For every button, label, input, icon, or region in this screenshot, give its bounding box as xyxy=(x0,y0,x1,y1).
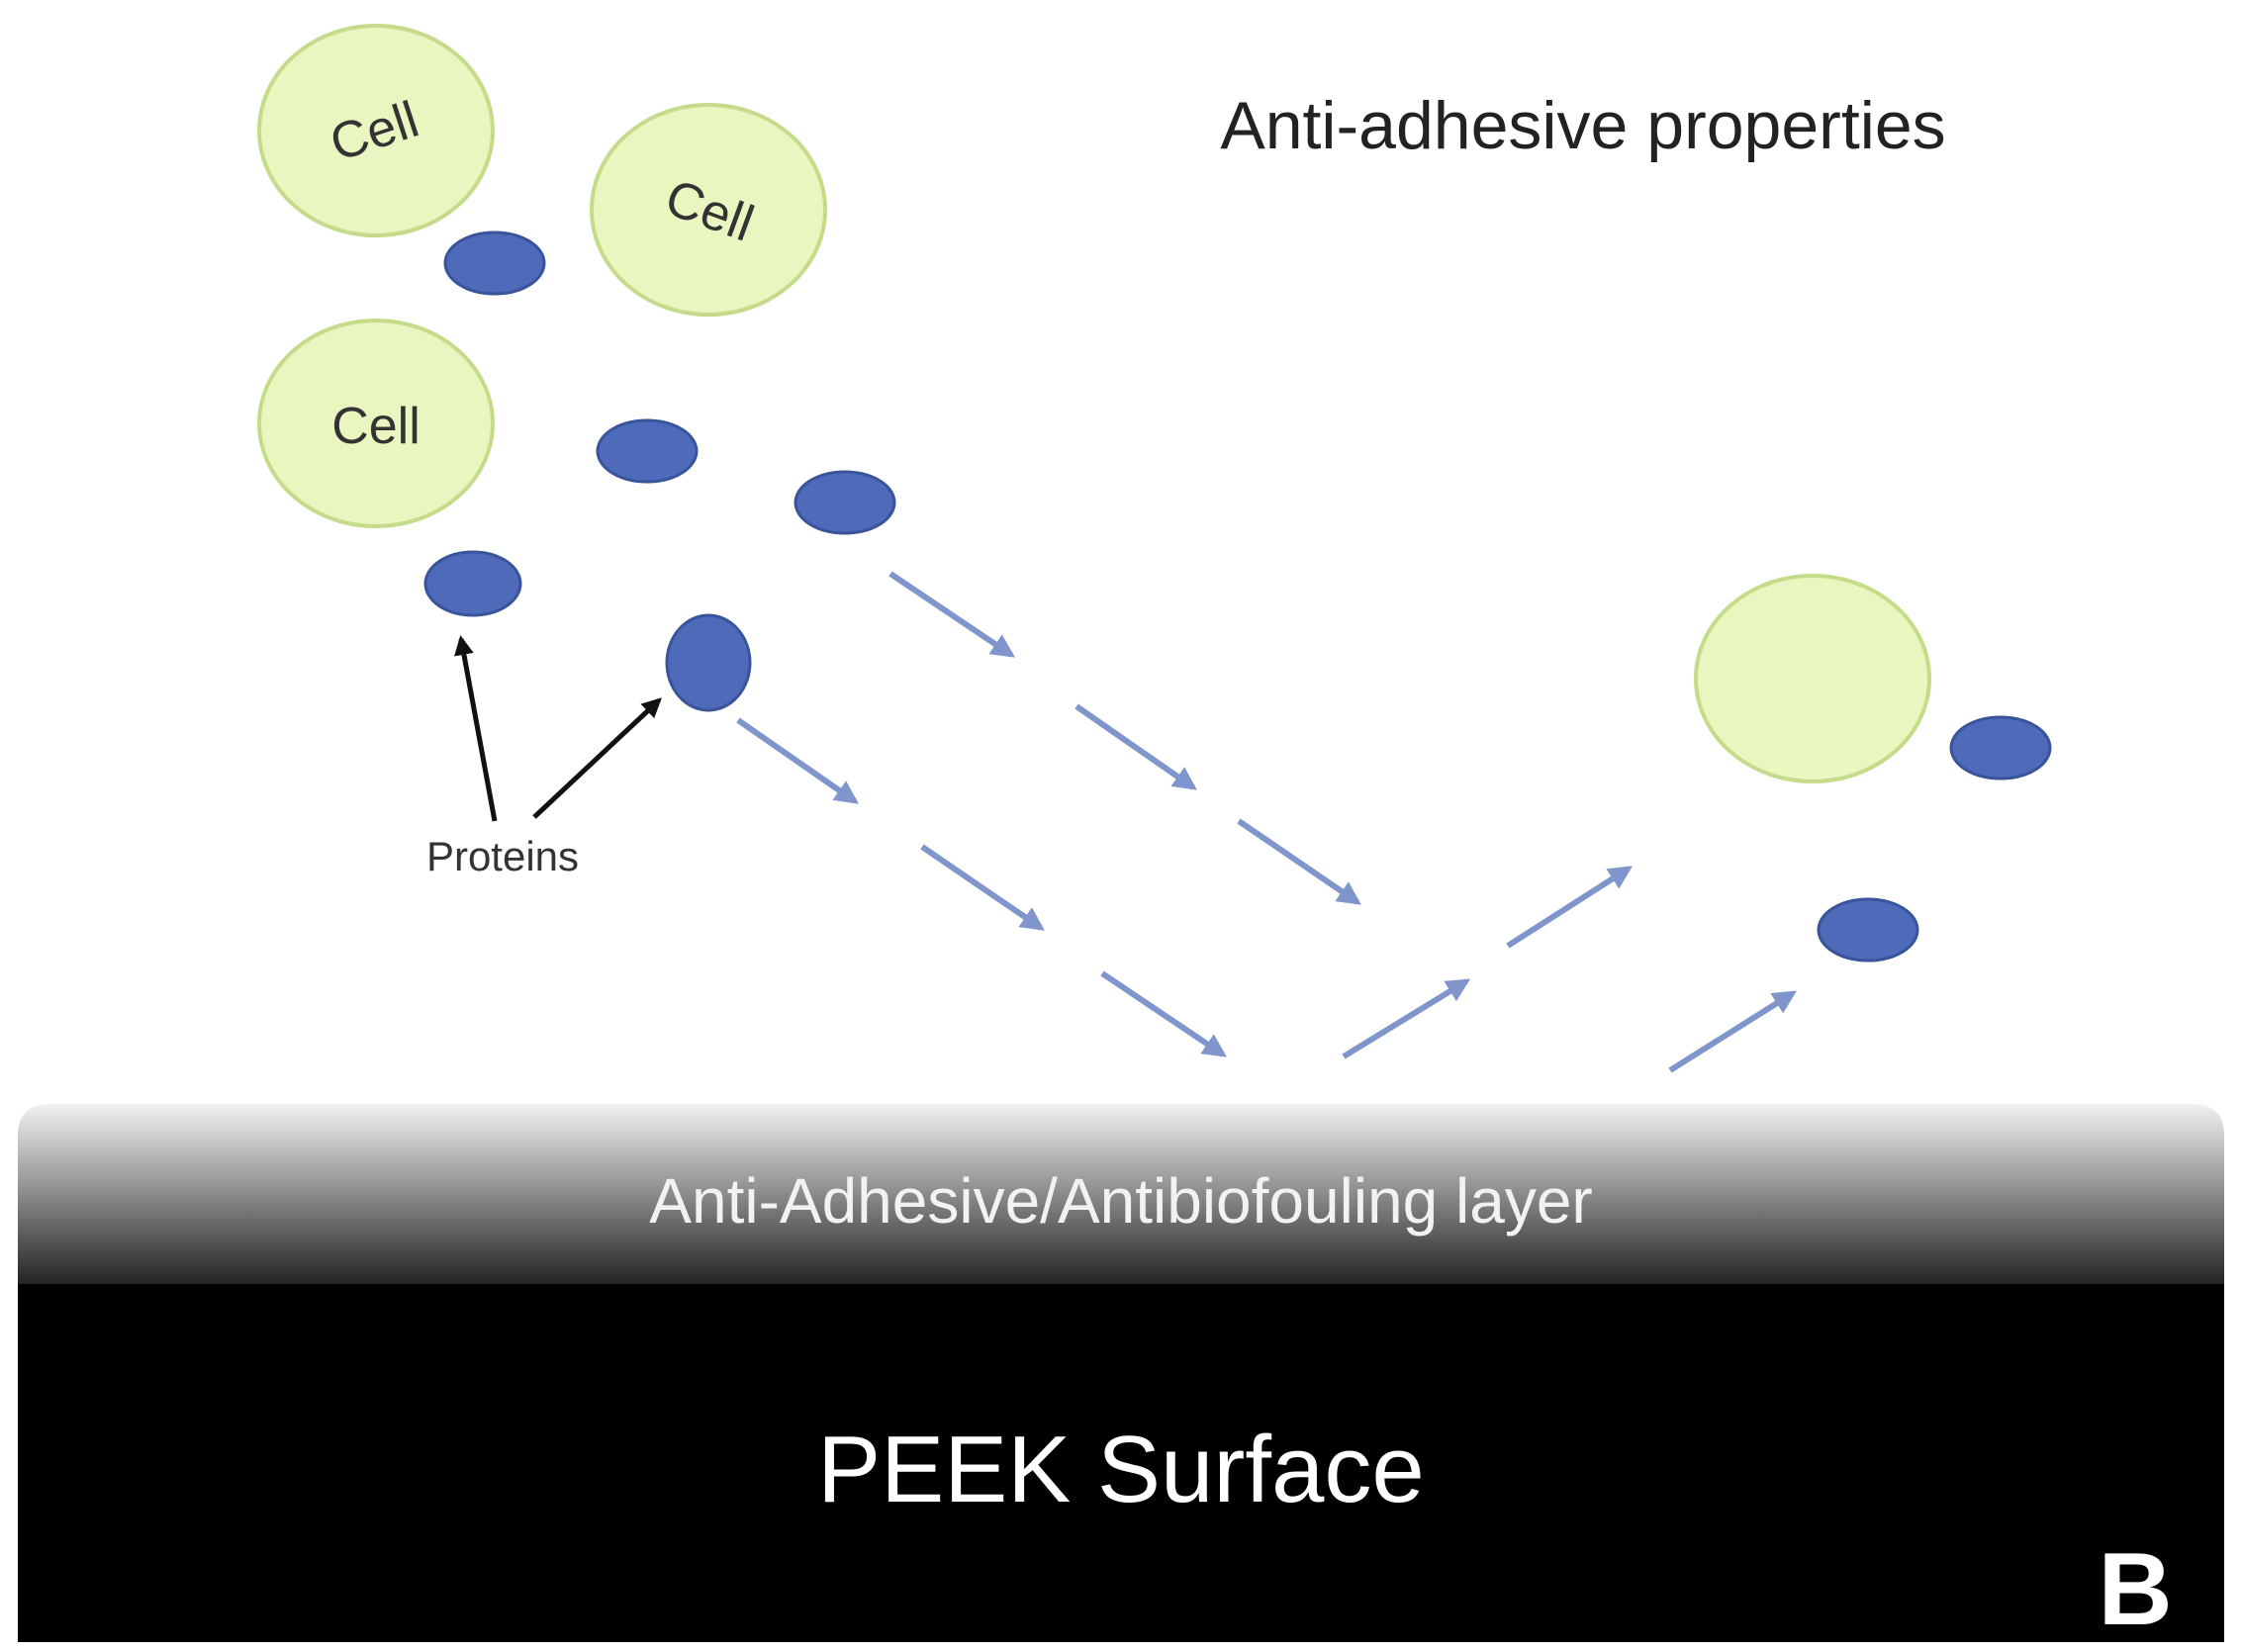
arrow-up-2 xyxy=(1506,866,1634,949)
arrow-down-6 xyxy=(1100,970,1227,1057)
trajectory-arrows-down xyxy=(736,571,1361,1057)
protein-1 xyxy=(443,230,546,296)
pointer-arrow-left xyxy=(454,635,498,822)
arrow-down-1 xyxy=(888,571,1015,658)
arrow-down-5 xyxy=(920,844,1045,931)
arrow-down-2 xyxy=(1074,703,1197,790)
layer-label: Anti-Adhesive/Antibiofouling layer xyxy=(649,1165,1592,1237)
proteins-label: Proteins xyxy=(426,833,579,879)
protein-3 xyxy=(794,470,896,535)
arrow-up-1 xyxy=(1342,978,1471,1059)
peek-surface xyxy=(18,1284,2224,1642)
surface-label: PEEK Surface xyxy=(817,1417,1425,1522)
diagram-title: Anti-adhesive properties xyxy=(1220,88,1945,163)
cell-1: Cell xyxy=(257,24,495,237)
cell-3: Cell xyxy=(257,319,495,528)
arrow-down-3 xyxy=(1237,818,1361,905)
protein-6 xyxy=(1949,715,2052,780)
arrow-down-4 xyxy=(736,717,859,804)
protein-5 xyxy=(665,613,752,712)
antibiofouling-layer xyxy=(18,1104,2224,1286)
cell-3-label: Cell xyxy=(331,398,420,455)
protein-2 xyxy=(596,418,699,484)
proteins-pointer-arrows xyxy=(454,635,662,822)
cell-2: Cell xyxy=(590,103,827,317)
trajectory-arrows-up xyxy=(1342,866,1798,1073)
arrow-up-3 xyxy=(1668,990,1798,1073)
cell-4 xyxy=(1694,574,1931,783)
protein-4 xyxy=(423,550,522,617)
protein-7 xyxy=(1817,897,1919,963)
pointer-arrow-right xyxy=(532,697,662,819)
panel-letter: B xyxy=(2098,1532,2172,1647)
